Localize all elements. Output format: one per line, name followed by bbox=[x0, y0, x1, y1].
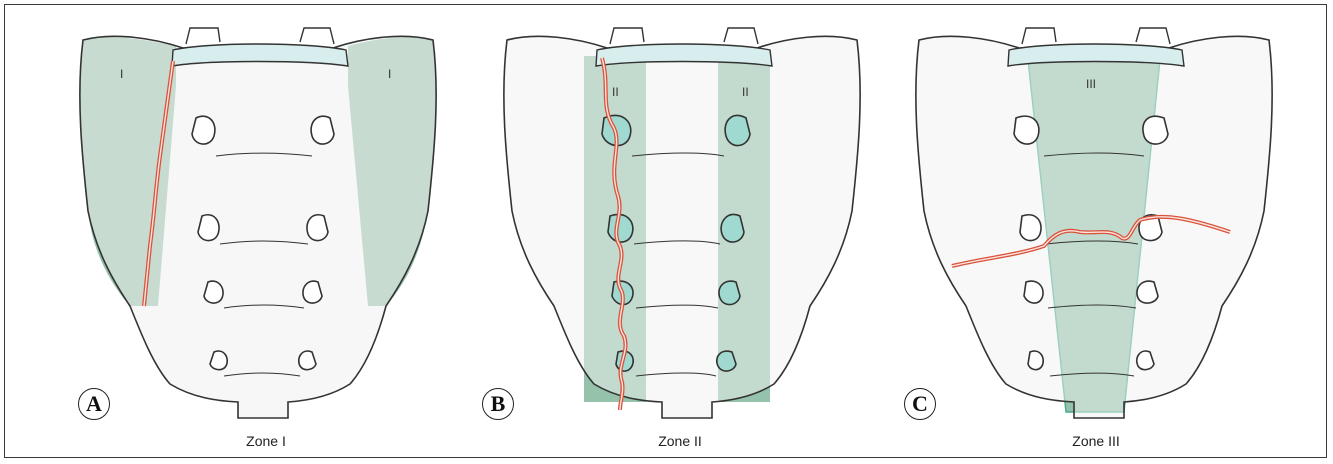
panel-c: III C Zone III bbox=[904, 6, 1333, 458]
panel-b: II II B Zone II bbox=[492, 6, 932, 458]
panel-label-c: C bbox=[904, 388, 936, 420]
panel-label-b: B bbox=[482, 388, 514, 420]
zone-mark-left: I bbox=[120, 67, 123, 81]
sacrum-diagram-b: II II bbox=[492, 6, 872, 458]
zone-mark-right: I bbox=[388, 67, 391, 81]
zone-mark-left: II bbox=[612, 85, 619, 99]
superior-articular-processes bbox=[1022, 28, 1170, 44]
superior-articular-processes bbox=[186, 28, 334, 44]
zone-mark-center: III bbox=[1086, 77, 1096, 91]
panel-caption-c: Zone III bbox=[1016, 433, 1176, 449]
sacrum-diagram-a: I I bbox=[68, 6, 448, 458]
sacrum-diagram-c: III bbox=[904, 6, 1284, 458]
panel-caption-b: Zone II bbox=[600, 433, 760, 449]
panel-label-a: A bbox=[78, 388, 110, 420]
panel-caption-a: Zone I bbox=[186, 433, 346, 449]
panel-a: I I A Zone I bbox=[68, 6, 508, 458]
sacrum-outline bbox=[504, 36, 860, 418]
superior-articular-processes bbox=[610, 28, 758, 44]
sacrum-outline bbox=[80, 36, 436, 418]
zone-mark-right: II bbox=[742, 85, 749, 99]
